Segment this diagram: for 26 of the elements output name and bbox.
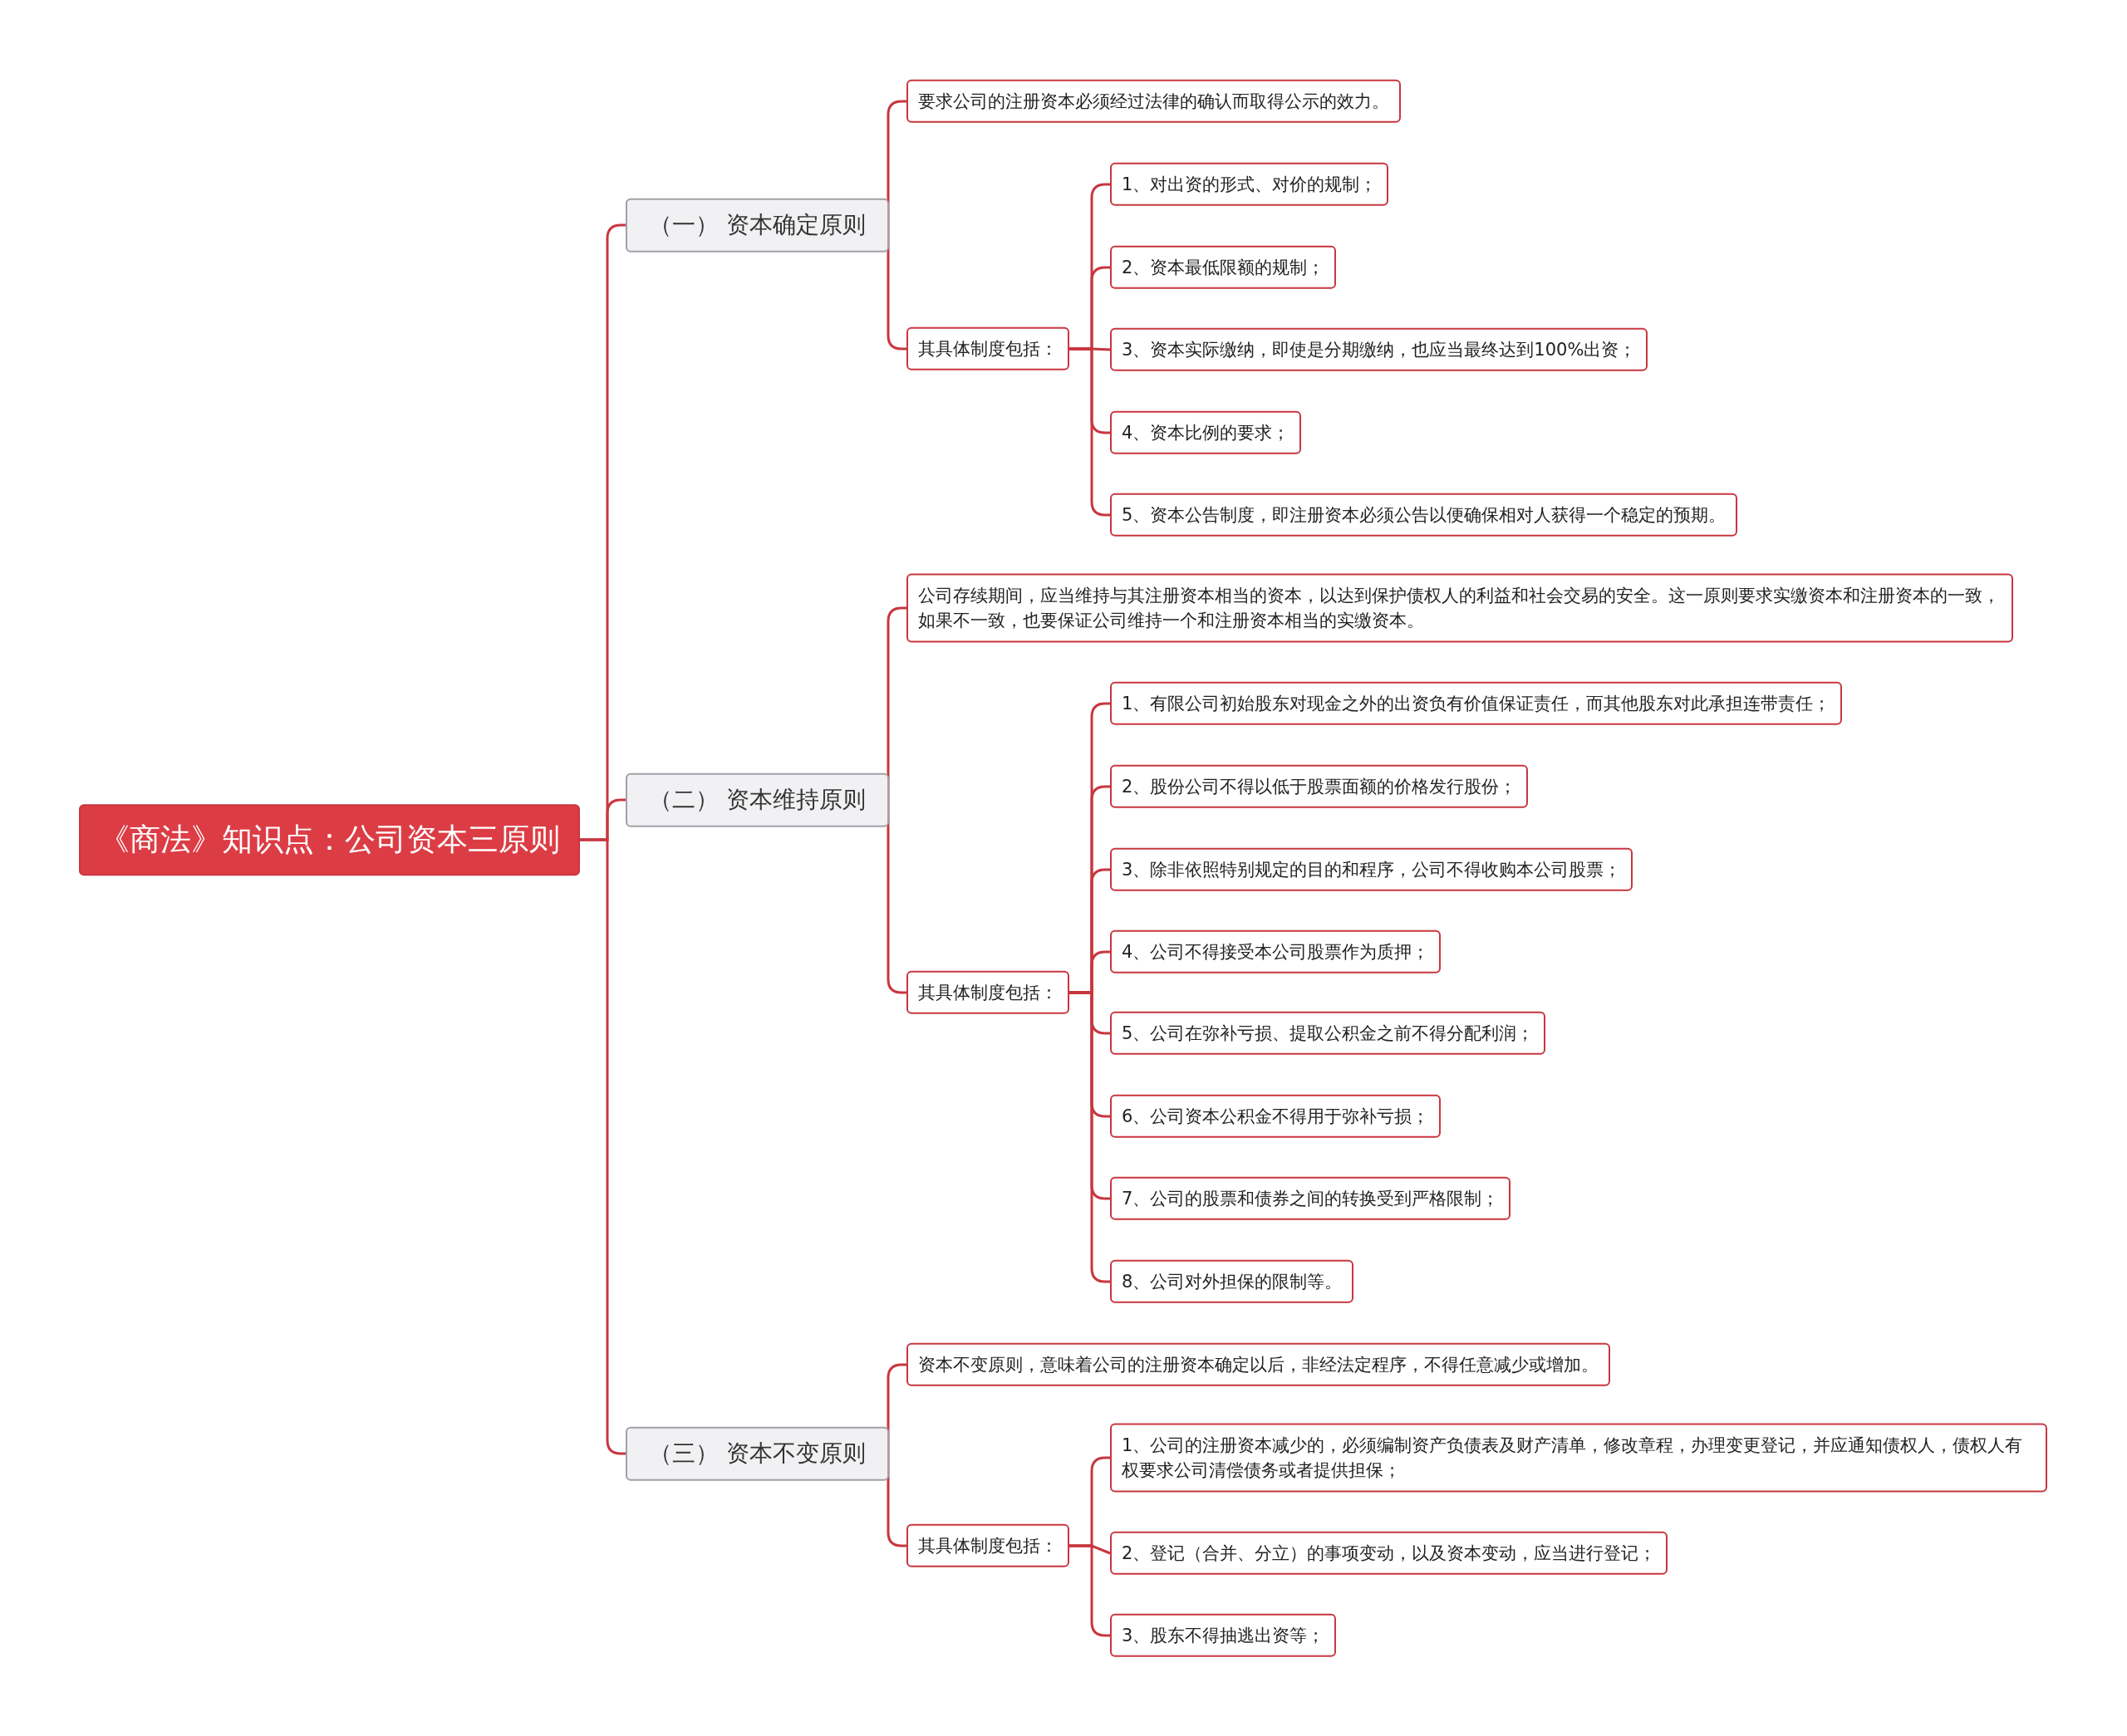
subtopic-box: 1、有限公司初始股东对现金之外的出资负有价值保证责任，而其他股东对此承担连带责任；	[1110, 681, 1843, 726]
subtopic-box: 3、股东不得抽逃出资等；	[1110, 1613, 1337, 1658]
subtopic-box: 1、公司的注册资本减少的，必须编制资产负债表及财产清单，修改章程，办理变更登记，并应通知债权人，债权人有权要求公司清偿债务或者提供担保；	[1110, 1423, 2047, 1493]
subtopic-box: 其具体制度包括：	[906, 326, 1069, 371]
subtopic-box: 2、登记（合并、分立）的事项变动，以及资本变动，应当进行登记；	[1110, 1531, 1668, 1576]
subtopic-box: 6、公司资本公积金不得用于弥补亏损；	[1110, 1094, 1442, 1139]
subtopic-box: 要求公司的注册资本必须经过法律的确认而取得公示的效力。	[906, 79, 1401, 124]
subtopic-box: 8、公司对外担保的限制等。	[1110, 1259, 1354, 1304]
subtopic-box: 4、公司不得接受本公司股票作为质押；	[1110, 929, 1442, 974]
subtopic-box: 资本不变原则，意味着公司的注册资本确定以后，非经法定程序，不得任意减少或增加。	[906, 1342, 1610, 1387]
subtopic-box: 公司存续期间，应当维持与其注册资本相当的资本，以达到保护债权人的利益和社会交易的安全。这一原则要求实缴资本和注册资本的一致，如果不一致，也要保证公司维持一个和注册资本相当的实缴资本。	[906, 573, 2013, 643]
subtopic-box: 其具体制度包括：	[906, 970, 1069, 1015]
subtopic-box: 3、除非依照特别规定的目的和程序，公司不得收购本公司股票；	[1110, 847, 1633, 892]
subtopic-box: 4、资本比例的要求；	[1110, 410, 1302, 455]
subtopic-box: 5、公司在弥补亏损、提取公积金之前不得分配利润；	[1110, 1011, 1546, 1056]
subtopic-box: 3、资本实际缴纳，即使是分期缴纳，也应当最终达到100%出资；	[1110, 327, 1648, 372]
subtopic-box: 7、公司的股票和债券之间的转换受到严格限制；	[1110, 1176, 1511, 1221]
root-topic-box: 《商法》知识点：公司资本三原则	[79, 804, 580, 875]
topic-box: （三） 资本不变原则	[626, 1426, 889, 1481]
topic-box: （一） 资本确定原则	[626, 198, 889, 253]
subtopic-box: 其具体制度包括：	[906, 1523, 1069, 1568]
subtopic-box: 5、资本公告制度，即注册资本必须公告以便确保相对人获得一个稳定的预期。	[1110, 493, 1738, 537]
subtopic-box: 1、对出资的形式、对价的规制；	[1110, 162, 1389, 207]
subtopic-box: 2、资本最低限额的规制；	[1110, 245, 1337, 290]
topic-box: （二） 资本维持原则	[626, 772, 889, 827]
subtopic-box: 2、股份公司不得以低于股票面额的价格发行股份；	[1110, 764, 1529, 809]
